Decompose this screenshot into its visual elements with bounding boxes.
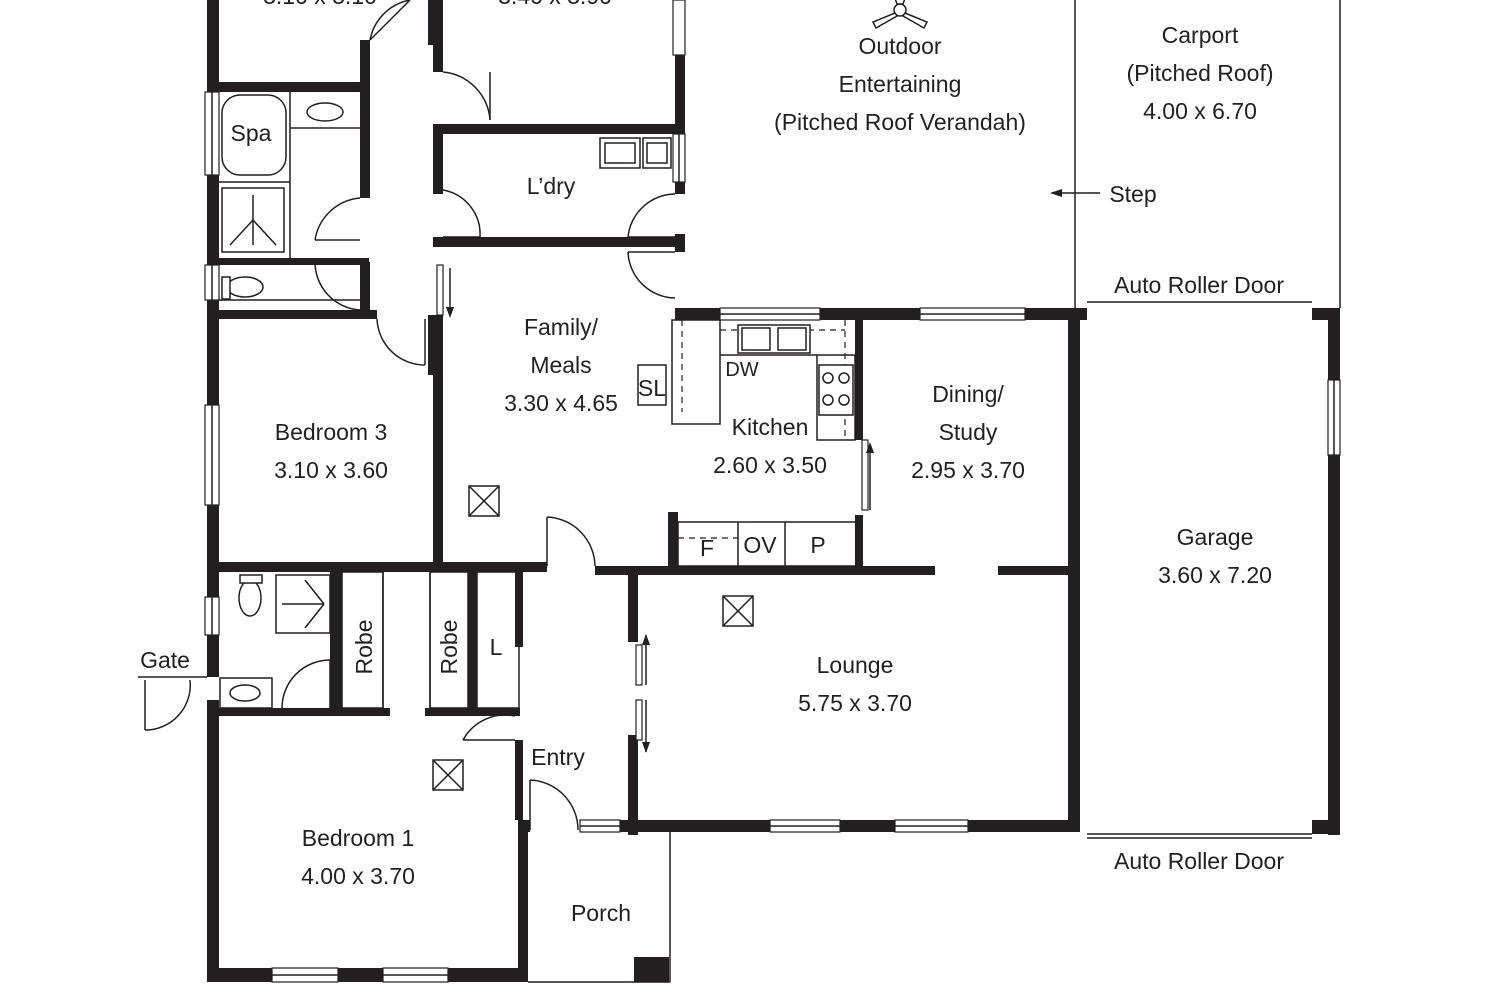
windows [204,0,1341,983]
entry-label: Entry [531,744,585,770]
kitchen-label-2: 2.60 x 3.50 [713,452,827,478]
robe-2-label: Robe [436,620,462,675]
bedroom3-label-1: Bedroom 3 [275,419,388,445]
spa-bath [221,94,287,176]
carport-label-2: (Pitched Roof) [1126,60,1273,86]
ceiling-fan-icon [871,0,929,30]
robe-1-label: Robe [351,620,377,675]
toilet [226,276,264,298]
basin [306,102,344,122]
fridge-label: F [700,535,714,561]
dw-label: DW [725,359,758,381]
fixtures [219,94,854,709]
doors [138,0,869,831]
bedroom1-label-1: Bedroom 1 [302,825,415,851]
bedroom4-dims: 3.40 x 3.90 [498,0,612,9]
dining-label-2: Study [939,419,998,445]
porch-label: Porch [571,900,631,926]
dining-label-3: 2.95 x 3.70 [911,457,1025,483]
kitchen-label-1: Kitchen [732,414,809,440]
linen-label: L [490,634,503,660]
spa-label: Spa [231,120,272,146]
dining-label-1: Dining/ [932,381,1004,407]
carport-label-3: 4.00 x 6.70 [1143,98,1257,124]
outdoor-label-2: Entertaining [839,71,962,97]
room-labels: 3.10 x 3.10 3.40 x 3.90 Outdoor Entertai… [140,0,1284,926]
carport-label-1: Carport [1162,22,1239,48]
cooktop [818,364,854,416]
bedroom2-dims: 3.10 x 3.10 [263,0,377,9]
auto-roller-door-top-label: Auto Roller Door [1114,272,1284,298]
sliding-door-arrow-icon [446,268,874,753]
family-label-2: Meals [530,352,591,378]
gate-label: Gate [140,647,190,673]
step-label: Step [1109,181,1156,207]
step-arrow-icon [1050,189,1100,197]
skylight-icon [432,485,754,791]
pantry-label: P [810,532,825,558]
outdoor-label-3: (Pitched Roof Verandah) [774,109,1026,135]
family-label-1: Family/ [524,314,599,340]
oven-label: OV [743,532,777,558]
lounge-label-2: 5.75 x 3.70 [798,690,912,716]
garage-label-1: Garage [1177,524,1254,550]
walls [207,0,1340,982]
bedroom3-label-2: 3.10 x 3.60 [274,457,388,483]
outdoor-label-1: Outdoor [858,33,941,59]
family-label-3: 3.30 x 4.65 [504,390,618,416]
sl-label: SL [638,375,666,401]
lounge-label-1: Lounge [817,652,894,678]
auto-roller-door-bottom-label: Auto Roller Door [1114,848,1284,874]
laundry-label: L’dry [527,173,576,199]
garage-label-2: 3.60 x 7.20 [1158,562,1272,588]
bedroom1-label-2: 4.00 x 3.70 [301,863,415,889]
